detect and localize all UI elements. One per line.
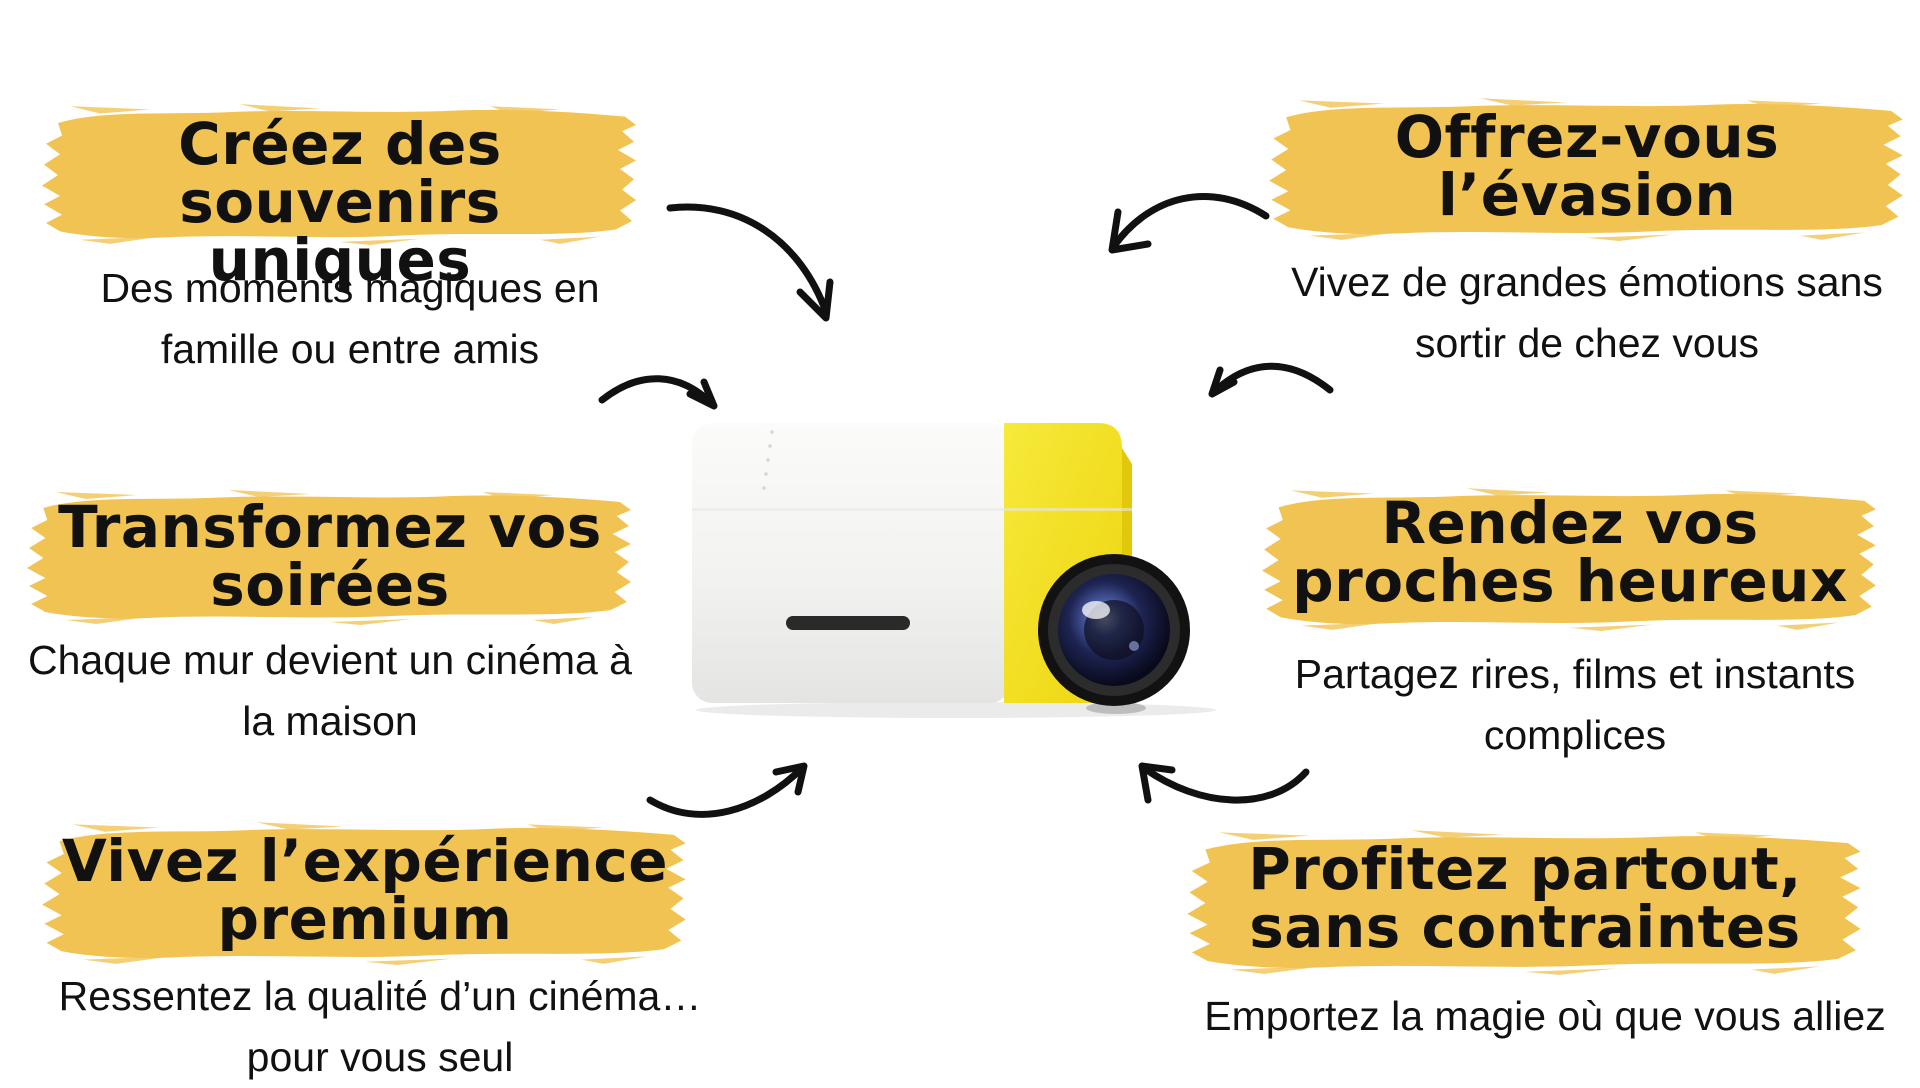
feature-description: Partagez rires, films et instants compli… [1240, 644, 1910, 766]
heading-brush-wrap: Profitez partout, sans contraintes [1185, 826, 1865, 976]
desc-line: sortir de chez vous [1414, 320, 1760, 366]
heading-brush-wrap: Créez des souvenirs uniques [40, 100, 640, 289]
feature-description: Ressentez la qualité d’un cinéma… pour v… [30, 966, 730, 1088]
desc-line: complices [1483, 712, 1667, 758]
feature-description: Chaque mur devient un cinéma à la maison [0, 630, 660, 752]
feature-evenings: Transformez vos soirées Chaque mur devie… [0, 486, 660, 752]
heading-brush-wrap: Vivez l’expérience premium [40, 818, 690, 966]
feature-heading: Créez des souvenirs uniques [40, 100, 640, 289]
feature-description: Emportez la magie où que vous alliez [1170, 986, 1920, 1047]
heading-brush-wrap: Offrez-vous l’évasion [1267, 94, 1907, 242]
heading-line: Créez des [178, 110, 502, 178]
feature-heading: Offrez-vous l’évasion [1267, 94, 1907, 224]
heading-line: Offrez-vous [1394, 103, 1780, 171]
projector-body [692, 423, 1010, 703]
heading-line: Rendez vos [1381, 489, 1759, 557]
desc-line: la maison [242, 698, 418, 744]
mini-projector [692, 423, 1216, 718]
heading-brush-wrap: Transformez vos soirées [25, 486, 635, 626]
feature-heading: Profitez partout, sans contraintes [1185, 826, 1865, 956]
desc-line: famille ou entre amis [160, 326, 540, 372]
desc-line: Des moments magiques en [100, 265, 600, 311]
feature-anywhere: Profitez partout, sans contraintes Empor… [1170, 826, 1920, 1047]
heading-brush-wrap: Rendez vos proches heureux [1260, 484, 1880, 632]
curved-arrow-icon [1208, 362, 1334, 398]
heading-line: soirées [210, 551, 450, 619]
heading-line: Transformez vos [58, 493, 602, 561]
feature-heading: Rendez vos proches heureux [1260, 484, 1880, 610]
vent-slot [786, 616, 910, 630]
lens-icon [1038, 554, 1190, 714]
heading-line: Profitez partout, [1248, 835, 1802, 903]
feature-premium: Vivez l’expérience premium Ressentez la … [30, 818, 730, 1088]
heading-line: proches heureux [1292, 547, 1848, 615]
desc-line: Chaque mur devient un cinéma à [28, 637, 632, 683]
heading-line: premium [217, 885, 513, 953]
heading-line: sans contraintes [1249, 893, 1801, 961]
feature-description: Des moments magiques en famille ou entre… [30, 258, 670, 380]
desc-line: Vivez de grandes émotions sans [1291, 259, 1883, 305]
feature-description: Vivez de grandes émotions sans sortir de… [1262, 252, 1912, 374]
indicator-dots [762, 430, 774, 490]
curved-arrow-icon [1108, 193, 1270, 254]
desc-line: Emportez la magie où que vous alliez [1204, 993, 1886, 1039]
feature-heading: Transformez vos soirées [25, 486, 635, 614]
curved-arrow-icon [1138, 762, 1310, 804]
feature-escape: Offrez-vous l’évasion Vivez de grandes é… [1262, 94, 1912, 374]
feature-loved-ones: Rendez vos proches heureux Partagez rire… [1240, 484, 1910, 766]
heading-line: l’évasion [1437, 161, 1737, 229]
heading-line: souvenirs uniques [179, 168, 501, 294]
desc-line: pour vous seul [246, 1034, 514, 1080]
curved-arrow-icon [646, 762, 808, 818]
desc-line: Partagez rires, films et instants [1294, 651, 1856, 697]
feature-heading: Vivez l’expérience premium [40, 818, 690, 948]
desc-line: Ressentez la qualité d’un cinéma… [58, 973, 702, 1019]
curved-arrow-icon [666, 203, 834, 322]
heading-line: Vivez l’expérience [61, 827, 669, 895]
feature-memories: Créez des souvenirs uniques Des moments … [30, 100, 670, 380]
curved-arrow-icon [598, 375, 718, 410]
